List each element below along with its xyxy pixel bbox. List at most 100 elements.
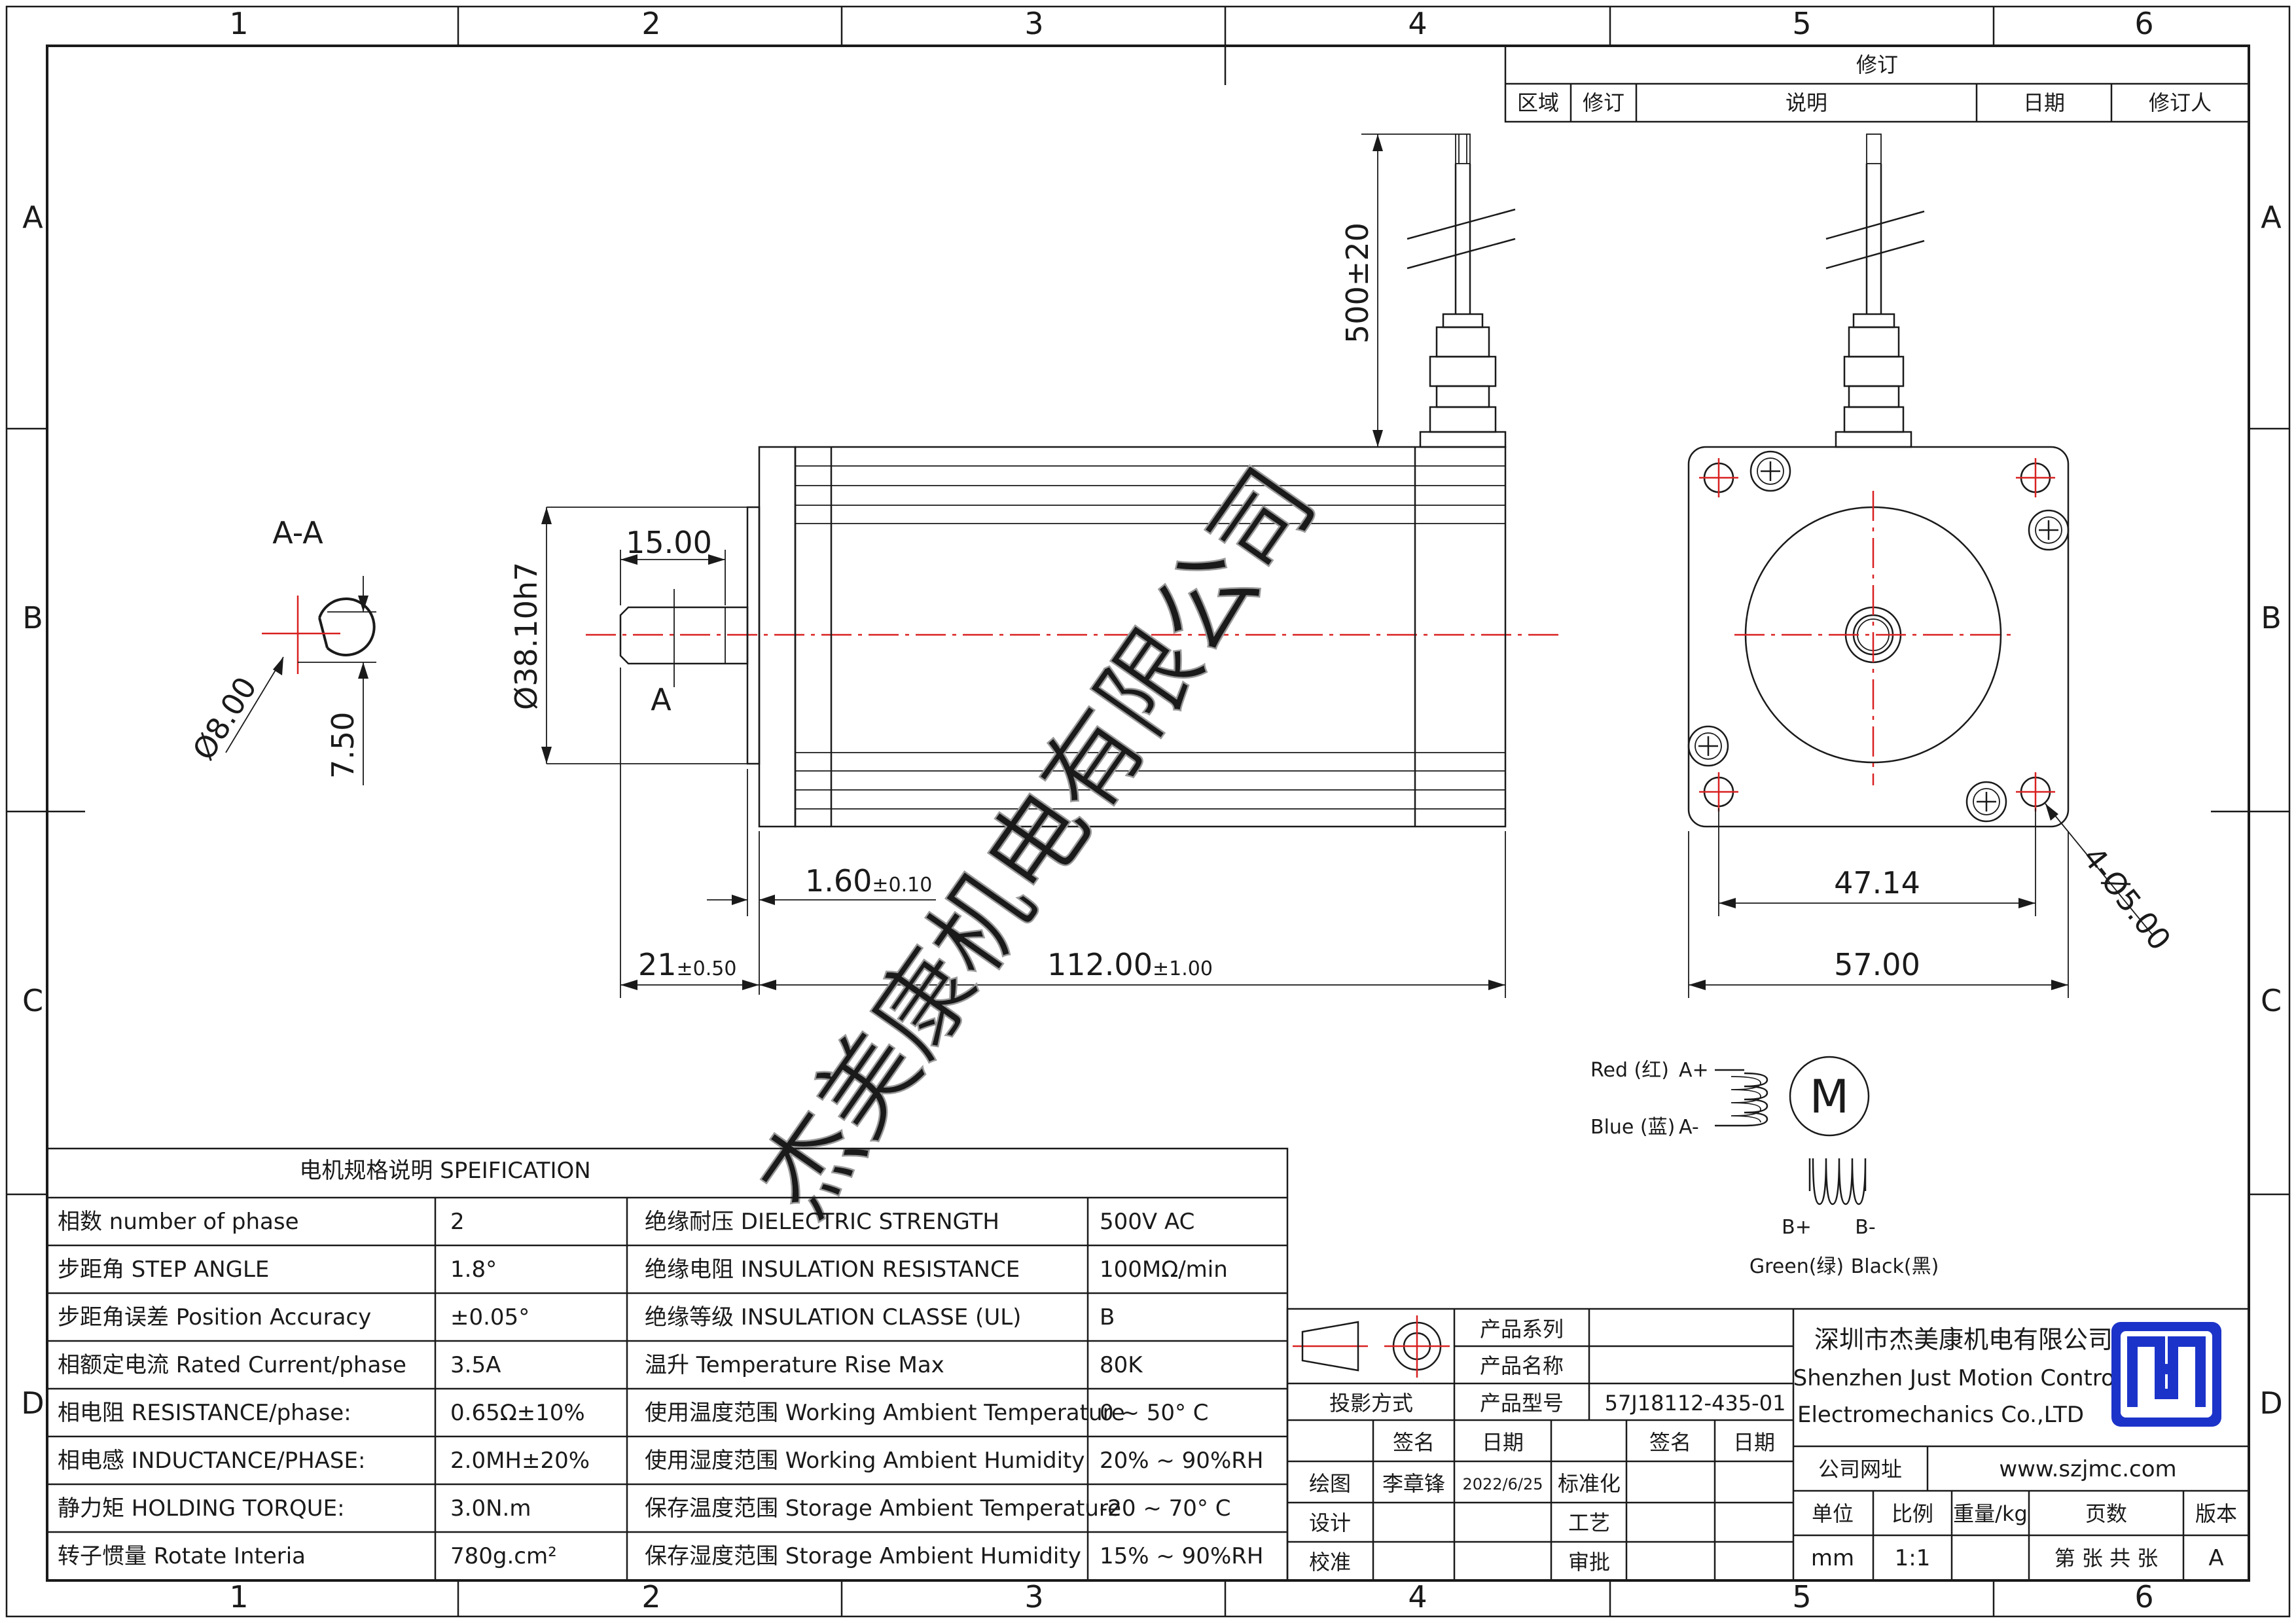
dim-flat-length: 15.00 xyxy=(626,525,712,560)
company-logo xyxy=(2111,1322,2221,1427)
spec-value: 80K xyxy=(1100,1352,1143,1378)
dim-shaft-length: 21±0.50 xyxy=(638,947,736,982)
version-value: A xyxy=(2208,1545,2223,1571)
revision-header-reviser: 修订人 xyxy=(2149,90,2212,115)
zone-row-b: B xyxy=(22,600,43,635)
unit-label: 单位 xyxy=(1812,1501,1854,1526)
website: www.szjmc.com xyxy=(1999,1456,2176,1482)
spec-value: 2 xyxy=(450,1209,465,1235)
zone-col-4-bottom: 4 xyxy=(1408,1579,1427,1614)
zone-row-c-right: C xyxy=(2261,983,2282,1018)
revision-title: 修订 xyxy=(1856,52,1898,77)
section-dia-label: Ø8.00 xyxy=(186,671,264,766)
zone-col-5-bottom: 5 xyxy=(1792,1579,1811,1614)
spec-param: 保存湿度范围 Storage Ambient Humidity xyxy=(645,1543,1081,1569)
section-mark: A xyxy=(651,682,672,717)
company-name-cn: 深圳市杰美康机电有限公司 xyxy=(1814,1325,2113,1354)
drawn-label: 绘图 xyxy=(1309,1471,1351,1496)
dim-flange-size: 57.00 xyxy=(1834,947,1920,982)
dim-holes: 4-Ø5.00 xyxy=(2075,840,2178,957)
terminal-a-minus: A- xyxy=(1679,1116,1699,1139)
dim-flange-thickness: 1.60±0.10 xyxy=(805,863,932,899)
section-flat-label: 7.50 xyxy=(325,712,361,779)
zone-col-1-bottom: 1 xyxy=(229,1579,248,1614)
spec-value: 3.5A xyxy=(450,1352,501,1378)
spec-param: 绝缘电阻 INSULATION RESISTANCE xyxy=(645,1257,1020,1283)
design-label: 设计 xyxy=(1309,1510,1351,1535)
dim-lead-length: 500±20 xyxy=(1340,223,1375,344)
approve-label: 审批 xyxy=(1568,1550,1610,1575)
projection-label: 投影方式 xyxy=(1329,1391,1413,1416)
spec-table: 电机规格说明 SPEIFICATION 相数 number of phase 2… xyxy=(46,1147,1289,1582)
spec-param: 相数 number of phase xyxy=(58,1209,299,1235)
spec-param: 绝缘耐压 DIELECTRIC STRENGTH xyxy=(645,1209,999,1235)
spec-param: 步距角 STEP ANGLE xyxy=(58,1257,269,1283)
version-label: 版本 xyxy=(2195,1501,2237,1526)
spec-value: -20 ~ 70° C xyxy=(1100,1495,1230,1522)
zone-col-2: 2 xyxy=(641,6,660,41)
zone-col-2-bottom: 2 xyxy=(641,1579,660,1614)
wire-black-label: Black(黑) xyxy=(1851,1255,1939,1278)
section-view-a-a: A-A Ø8.00 7.50 xyxy=(186,515,376,785)
zone-col-3-bottom: 3 xyxy=(1024,1579,1043,1614)
spec-param: 使用湿度范围 Working Ambient Humidity xyxy=(645,1448,1085,1474)
standard-label: 标准化 xyxy=(1558,1471,1621,1496)
check-label: 校准 xyxy=(1309,1550,1351,1575)
zone-col-4: 4 xyxy=(1408,6,1427,41)
product-model: 57J18112-435-01 xyxy=(1605,1391,1786,1416)
terminal-b-minus: B- xyxy=(1855,1216,1875,1239)
spec-value: B xyxy=(1100,1304,1115,1330)
dim-body-length: 112.00±1.00 xyxy=(1047,947,1213,982)
revision-table: 修订 区域 修订 说明 日期 修订人 xyxy=(1504,45,2250,123)
wiring-diagram: M Red (红) A+ Blue (蓝) A- B+ B- Green(绿) … xyxy=(1590,1056,1939,1278)
zone-col-6-bottom: 6 xyxy=(2134,1579,2153,1614)
spec-value: 780g.cm² xyxy=(450,1543,557,1569)
revision-header-desc: 说明 xyxy=(1785,90,1827,115)
pages-value: 第 张 共 张 xyxy=(2054,1546,2159,1571)
zone-row-a: A xyxy=(22,200,43,235)
date-label-2: 日期 xyxy=(1733,1430,1775,1455)
terminal-b-plus: B+ xyxy=(1782,1216,1812,1239)
projection-symbol xyxy=(1293,1315,1450,1378)
spec-title: 电机规格说明 SPEIFICATION xyxy=(299,1158,590,1184)
revision-header-date: 日期 xyxy=(2023,90,2065,115)
watermark: 杰美康机电有限公司 xyxy=(737,448,1338,1238)
scale-label: 比例 xyxy=(1892,1501,1933,1526)
spec-value: ±0.05° xyxy=(450,1304,529,1330)
spec-param: 转子惯量 Rotate Interia xyxy=(58,1543,306,1569)
spec-value: 100MΩ/min xyxy=(1100,1257,1228,1283)
spec-value: 2.0MH±20% xyxy=(450,1448,590,1474)
watermark-text: 杰美康机电有限公司 xyxy=(738,448,1338,1238)
scale-value: 1:1 xyxy=(1895,1545,1931,1571)
spec-param: 静力矩 HOLDING TORQUE: xyxy=(58,1495,345,1522)
section-title: A-A xyxy=(272,515,323,550)
zone-row-d: D xyxy=(21,1385,44,1421)
spec-param: 使用温度范围 Working Ambient Temperature xyxy=(645,1400,1125,1426)
weight-label: 重量/kg xyxy=(1953,1501,2028,1526)
zone-col-5: 5 xyxy=(1792,6,1811,41)
spec-value: 0.65Ω±10% xyxy=(450,1400,585,1426)
spec-value: 0 ~ 50° C xyxy=(1100,1400,1209,1426)
revision-header-rev: 修订 xyxy=(1583,90,1624,115)
product-name-label: 产品名称 xyxy=(1480,1353,1564,1378)
spec-value: 15% ~ 90%RH xyxy=(1100,1543,1263,1569)
spec-param: 相电阻 RESISTANCE/phase: xyxy=(58,1400,351,1426)
spec-param: 步距角误差 Position Accuracy xyxy=(58,1304,371,1330)
spec-param: 保存温度范围 Storage Ambient Temperature xyxy=(645,1495,1121,1522)
spec-value: 1.8° xyxy=(450,1257,497,1283)
terminal-a-plus: A+ xyxy=(1679,1059,1709,1082)
company-name-en-1: Shenzhen Just Motion Control xyxy=(1793,1365,2121,1391)
process-label: 工艺 xyxy=(1568,1510,1610,1535)
date-label: 日期 xyxy=(1482,1430,1524,1455)
spec-value: 20% ~ 90%RH xyxy=(1100,1448,1263,1474)
wire-green-label: Green(绿) xyxy=(1749,1255,1844,1278)
motor-symbol: M xyxy=(1810,1070,1849,1124)
website-label: 公司网址 xyxy=(1818,1457,1902,1482)
spec-value: 3.0N.m xyxy=(450,1495,531,1522)
drawn-date: 2022/6/25 xyxy=(1462,1475,1543,1493)
zone-row-a-right: A xyxy=(2261,200,2282,235)
dim-shaft-diameter: Ø38.10h7 xyxy=(509,562,544,710)
unit-value: mm xyxy=(1811,1545,1854,1571)
zone-row-b-right: B xyxy=(2261,600,2282,635)
